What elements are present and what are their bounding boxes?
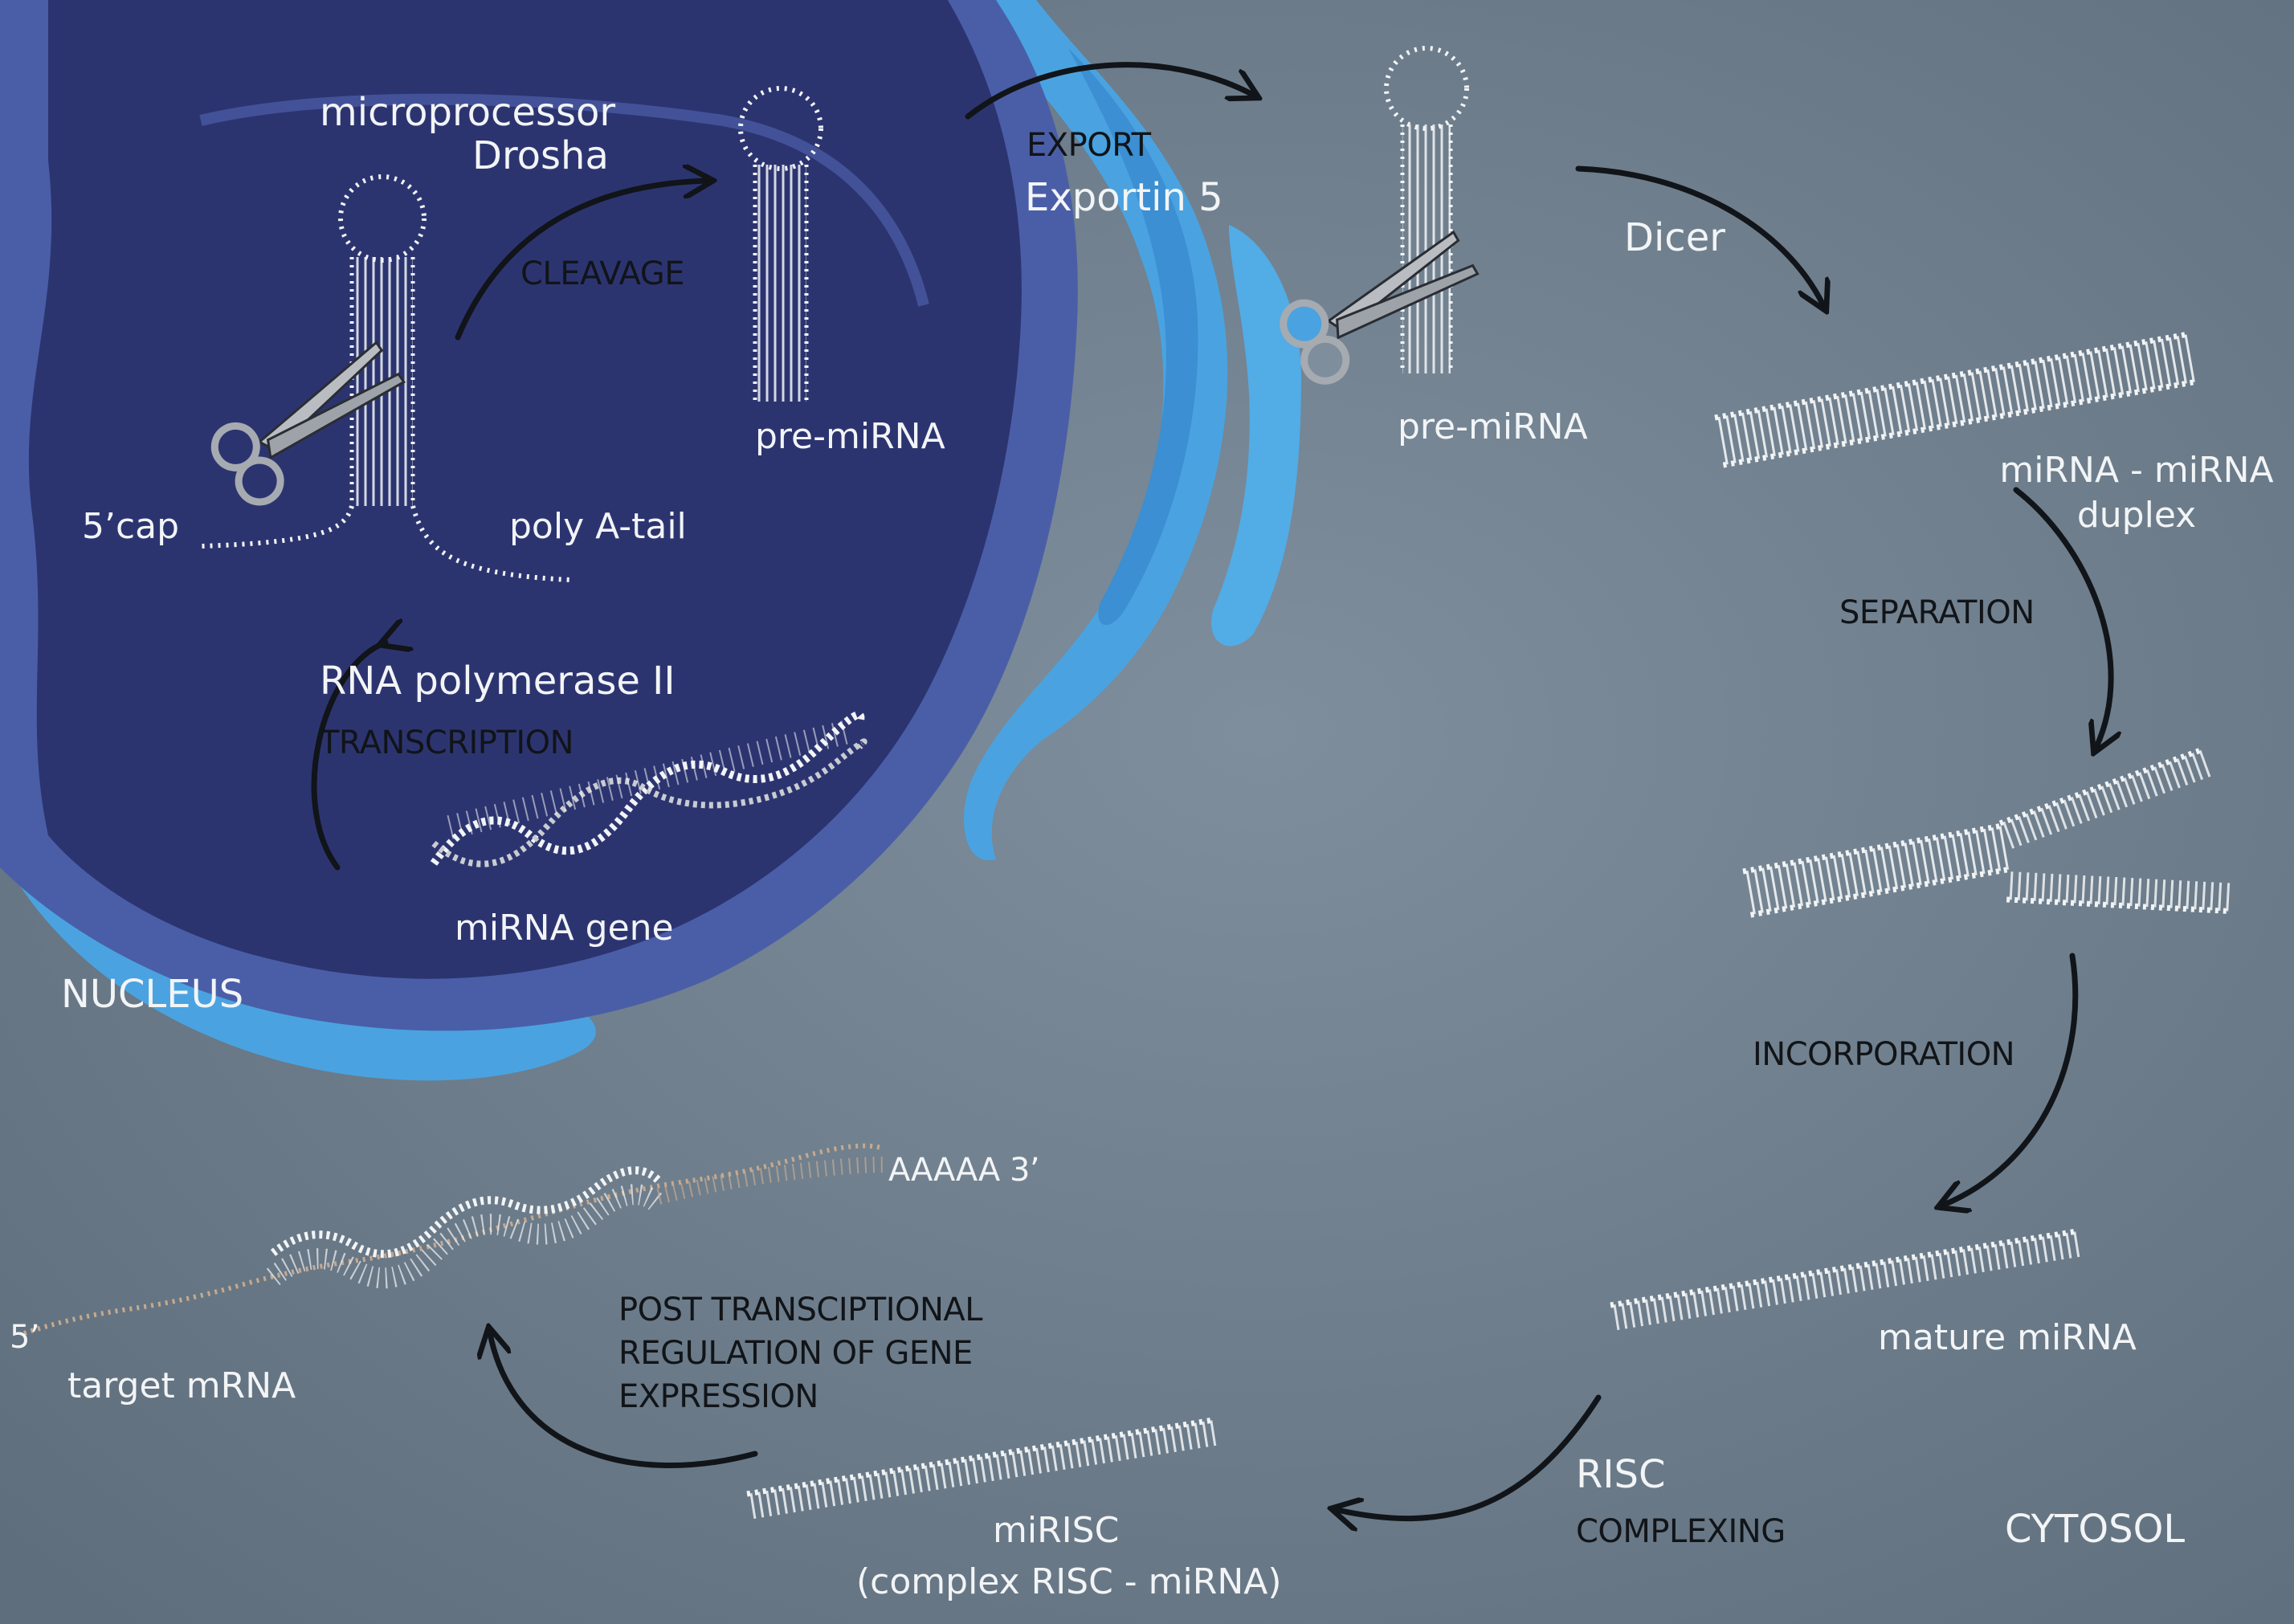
label-transcription: TRANSCRIPTION	[320, 724, 574, 761]
pre-mirna-hairpin-nucleus	[738, 86, 823, 402]
label-mirisc-complex: (complex RISC - miRNA)	[856, 1561, 1282, 1602]
label-rna-polymerase: RNA polymerase II	[320, 659, 676, 704]
label-drosha: Drosha	[472, 133, 609, 178]
label-mirisc: miRISC	[993, 1510, 1120, 1551]
label-dicer: Dicer	[1624, 215, 1725, 260]
label-post-line1: POST TRANSCIPTIONAL	[618, 1291, 983, 1328]
mirisc-strand	[746, 1417, 1219, 1520]
export-arrow	[965, 62, 1253, 120]
label-mirna-gene: miRNA gene	[455, 908, 674, 949]
regulation-arrow	[490, 1333, 758, 1469]
separating-duplex	[1742, 746, 2233, 918]
label-duplex-line2: duplex	[2076, 495, 2197, 536]
cleavage-arrow	[455, 181, 707, 341]
risc-complexing-arrow	[1337, 1394, 1602, 1519]
scissors-icon	[210, 341, 406, 506]
label-5-cap: 5’cap	[82, 506, 180, 547]
label-target-mrna: target mRNA	[67, 1365, 296, 1406]
label-post-line2: REGULATION OF GENE	[618, 1335, 973, 1372]
separation-arrow	[2013, 487, 2111, 747]
label-cytosol: CYTOSOL	[2005, 1507, 2186, 1552]
label-cleavage: CLEAVAGE	[520, 255, 685, 292]
label-export: EXPORT	[1027, 127, 1151, 164]
label-incorporation: INCORPORATION	[1753, 1036, 2015, 1073]
label-separation: SEPARATION	[1839, 594, 2035, 631]
label-mature-mirna: mature miRNA	[1878, 1317, 2137, 1358]
label-pre-mirna-nucleus: pre-miRNA	[755, 416, 945, 457]
label-nucleus: NUCLEUS	[61, 972, 244, 1017]
label-poly-a-3prime: AAAAA 3’	[888, 1152, 1040, 1189]
dna-helix	[430, 711, 867, 867]
process-arrows	[311, 62, 2111, 1519]
label-exportin: Exportin 5	[1025, 175, 1223, 220]
incorporation-arrow	[1944, 953, 2079, 1205]
label-pre-mirna-cytosol: pre-miRNA	[1398, 406, 1588, 447]
label-post-line3: EXPRESSION	[618, 1378, 818, 1415]
transcription-arrow	[311, 643, 386, 871]
target-mrna	[23, 1143, 884, 1336]
mature-mirna	[1610, 1228, 2083, 1331]
label-poly-a-tail: poly A-tail	[509, 506, 687, 547]
label-complexing: COMPLEXING	[1576, 1513, 1786, 1550]
label-5-prime: 5’	[10, 1319, 40, 1356]
label-risc: RISC	[1576, 1452, 1666, 1497]
scissors-icon	[1280, 230, 1480, 385]
label-duplex-line1: miRNA - miRNA	[1999, 450, 2274, 491]
label-microprocessor: microprocessor	[320, 90, 616, 135]
dicer-arrow	[1575, 165, 1823, 305]
